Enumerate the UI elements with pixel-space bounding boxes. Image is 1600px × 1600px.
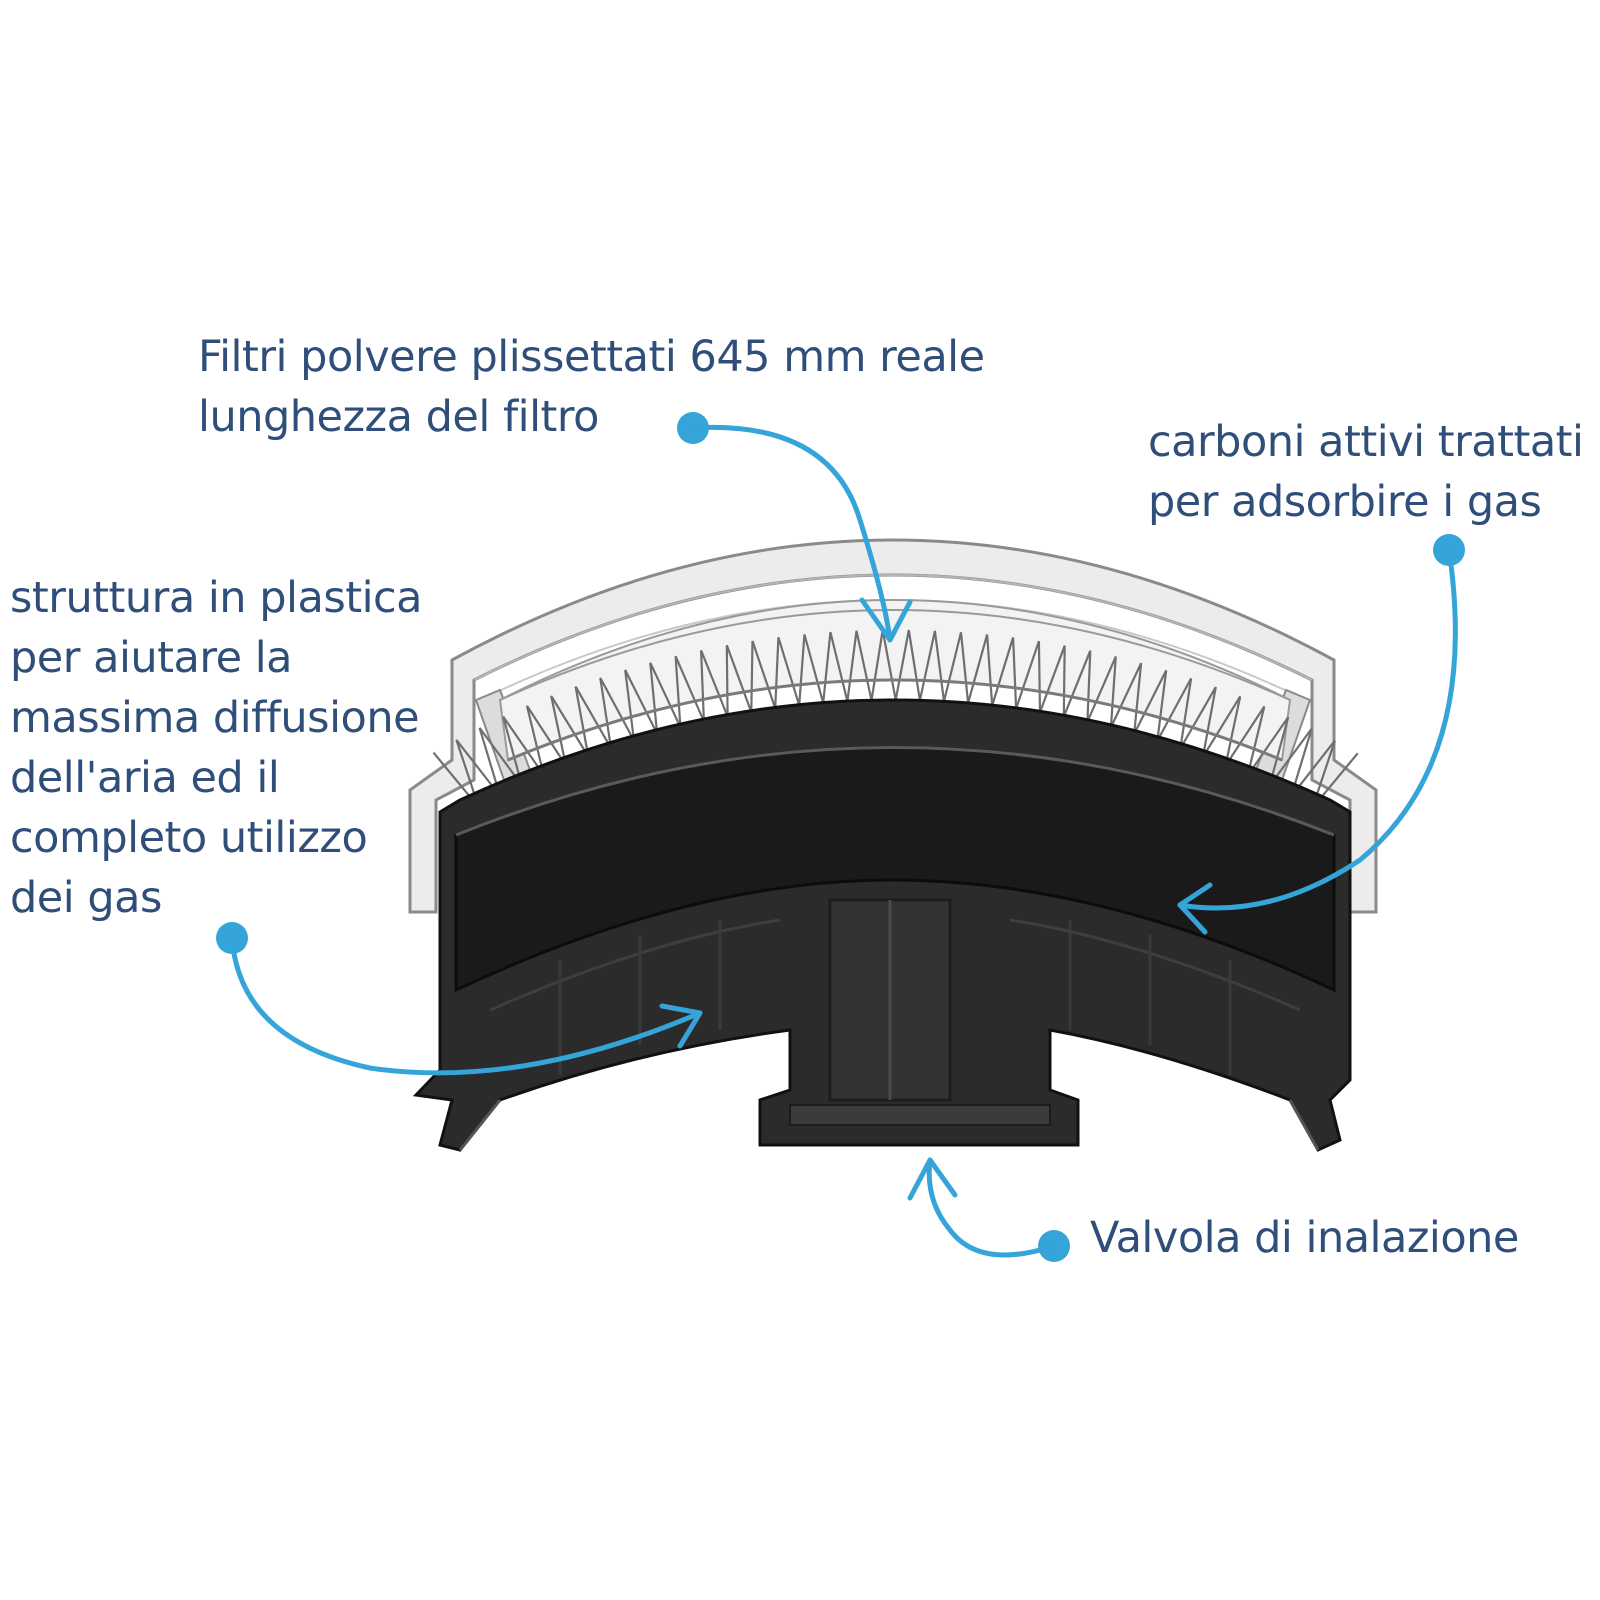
label-struttura-line: massima diffusione <box>10 693 420 743</box>
label-valvola-inalazione: Valvola di inalazione <box>1090 1208 1519 1268</box>
label-carboni-line: per adsorbire i gas <box>1148 477 1542 527</box>
label-valvola-line: Valvola di inalazione <box>1090 1213 1519 1263</box>
label-struttura-line: struttura in plastica <box>10 573 423 623</box>
label-carboni-attivi: carboni attivi trattati per adsorbire i … <box>1148 412 1584 532</box>
label-filtri-line: lunghezza del filtro <box>198 392 599 442</box>
pleated-dust-filter <box>432 599 1359 809</box>
callout-struttura <box>216 922 703 1076</box>
label-struttura-line: completo utilizzo <box>10 813 368 863</box>
label-carboni-line: carboni attivi trattati <box>1148 417 1584 467</box>
label-filtri-polvere: Filtri polvere plissettati 645 mm reale … <box>198 327 985 447</box>
label-struttura-plastica: struttura in plastica per aiutare la mas… <box>10 568 423 928</box>
activated-carbon-layer <box>454 746 1336 993</box>
label-struttura-line: dei gas <box>10 873 162 923</box>
label-struttura-line: dell'aria ed il <box>10 753 280 803</box>
label-struttura-line: per aiutare la <box>10 633 293 683</box>
callout-filtri <box>677 412 913 643</box>
label-filtri-line: Filtri polvere plissettati 645 mm reale <box>198 332 985 382</box>
callout-valvola <box>907 1157 1070 1262</box>
callout-carboni <box>1177 534 1465 935</box>
